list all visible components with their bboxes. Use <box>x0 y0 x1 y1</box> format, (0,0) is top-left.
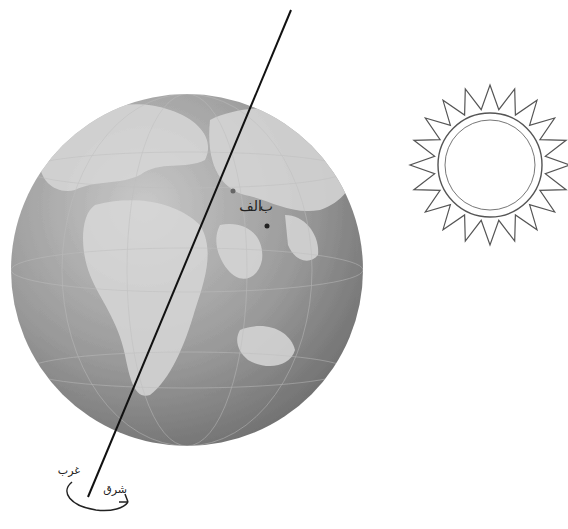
point-dot <box>231 189 236 194</box>
earth-axis <box>88 10 291 497</box>
grid-lines <box>11 94 363 446</box>
sun-rays <box>410 85 568 245</box>
direction-label: غرب <box>58 464 80 477</box>
earth-globe <box>11 94 363 446</box>
direction-label: شرق <box>103 483 127 496</box>
point-dot <box>265 224 270 229</box>
sun-disc <box>438 113 542 217</box>
point-label: ب <box>260 198 273 215</box>
point-label: الف <box>239 198 262 215</box>
sun-inner <box>445 120 535 210</box>
rotation-arrow <box>67 482 128 511</box>
